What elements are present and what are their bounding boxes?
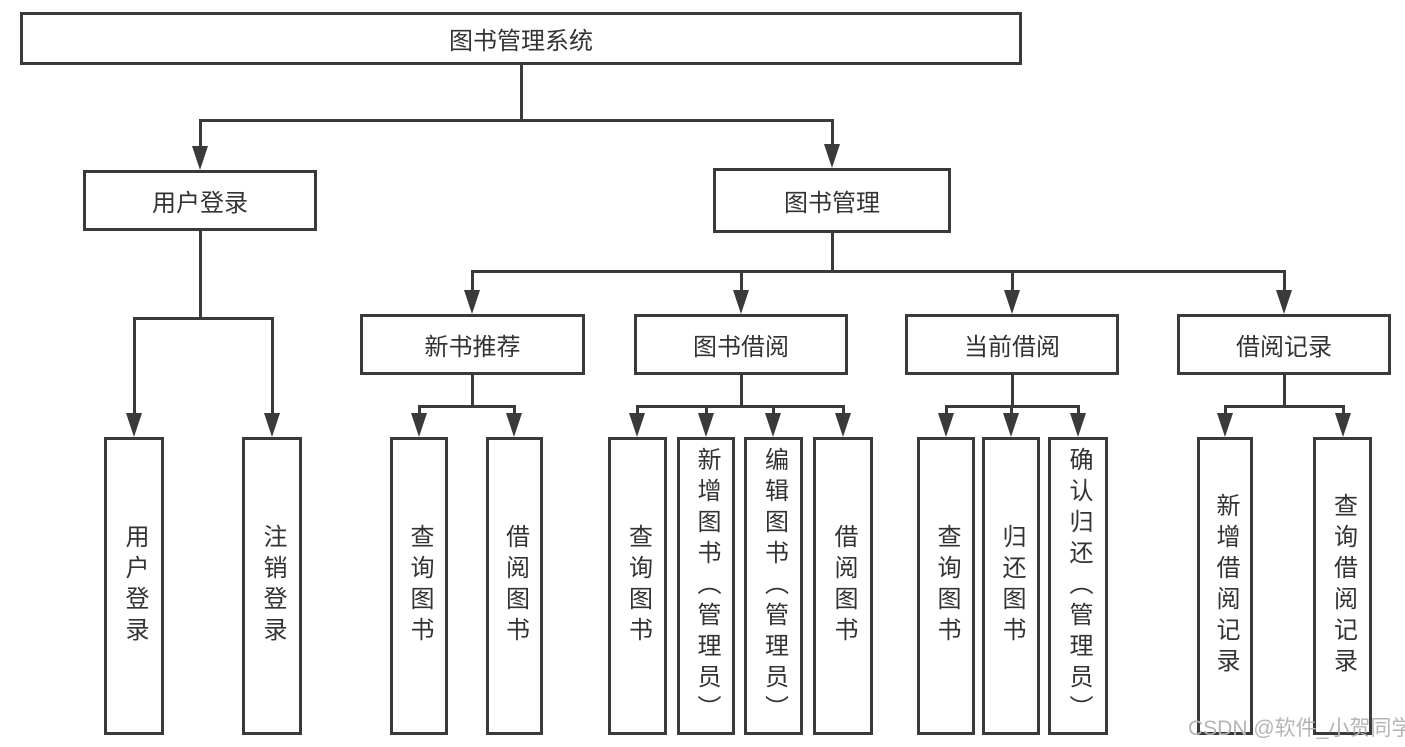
connector-line xyxy=(1283,375,1286,408)
arrowhead-icon xyxy=(1335,413,1351,437)
arrowhead-icon xyxy=(1070,413,1086,437)
node-book-management: 图书管理 xyxy=(713,168,951,233)
connector-line xyxy=(418,405,516,408)
connector-line xyxy=(133,317,274,320)
connector-line xyxy=(740,375,743,408)
connector-line xyxy=(471,270,474,292)
arrowhead-icon xyxy=(192,146,208,170)
node-leaf-query-books-1: 查询图书 xyxy=(390,437,448,735)
connector-line xyxy=(705,405,708,415)
connector-line xyxy=(133,317,136,415)
arrowhead-icon xyxy=(824,144,840,168)
connector-line xyxy=(1342,405,1345,415)
connector-line xyxy=(418,405,421,415)
arrowhead-icon xyxy=(1004,290,1020,314)
connector-line xyxy=(831,119,834,145)
arrowhead-icon xyxy=(938,413,954,437)
node-leaf-query-books-3: 查询图书 xyxy=(917,437,975,735)
node-leaf-user-login: 用户登录 xyxy=(104,437,164,735)
connector-line xyxy=(471,375,474,408)
node-leaf-add-borrow-record: 新增借阅记录 xyxy=(1197,437,1253,735)
node-leaf-query-borrow-record: 查询借阅记录 xyxy=(1313,437,1372,735)
node-leaf-logout: 注销登录 xyxy=(242,437,302,735)
node-leaf-confirm-return-admin: 确认归还（管理员） xyxy=(1048,437,1108,735)
node-leaf-add-books-admin: 新增图书（管理员） xyxy=(677,437,735,735)
arrowhead-icon xyxy=(126,413,142,437)
connector-line xyxy=(1010,405,1013,415)
connector-line xyxy=(636,405,845,408)
connector-line xyxy=(636,405,639,415)
connector-line xyxy=(471,270,1285,273)
arrowhead-icon xyxy=(733,290,749,314)
connector-line xyxy=(1224,405,1227,415)
node-borrow-records: 借阅记录 xyxy=(1177,314,1391,375)
arrowhead-icon xyxy=(506,413,522,437)
node-current-borrowing: 当前借阅 xyxy=(905,314,1119,375)
connector-line xyxy=(513,405,516,415)
connector-line xyxy=(945,405,948,415)
node-leaf-borrow-books-1: 借阅图书 xyxy=(486,437,543,735)
arrowhead-icon xyxy=(1003,413,1019,437)
connector-line xyxy=(199,119,833,122)
node-book-borrowing: 图书借阅 xyxy=(634,314,848,375)
connector-line xyxy=(520,65,523,121)
connector-line xyxy=(772,405,775,415)
arrowhead-icon xyxy=(264,413,280,437)
connector-line xyxy=(842,405,845,415)
arrowhead-icon xyxy=(698,413,714,437)
connector-line xyxy=(1077,405,1080,415)
arrowhead-icon xyxy=(1217,413,1233,437)
connector-line xyxy=(1224,405,1345,408)
connector-line xyxy=(1283,270,1286,292)
arrowhead-icon xyxy=(1276,290,1292,314)
csdn-watermark: CSDN @软件_小贺同学 xyxy=(1188,717,1405,740)
arrowhead-icon xyxy=(629,413,645,437)
arrowhead-icon xyxy=(464,290,480,314)
connector-line xyxy=(199,231,202,320)
connector-line xyxy=(1011,375,1014,408)
node-new-book-recommend: 新书推荐 xyxy=(360,314,585,375)
node-leaf-borrow-books-2: 借阅图书 xyxy=(813,437,873,735)
arrowhead-icon xyxy=(765,413,781,437)
connector-line xyxy=(271,317,274,415)
connector-line xyxy=(831,233,834,272)
arrowhead-icon xyxy=(411,413,427,437)
connector-line xyxy=(199,119,202,147)
node-root: 图书管理系统 xyxy=(20,12,1022,65)
node-leaf-query-books-2: 查询图书 xyxy=(608,437,667,735)
connector-line xyxy=(740,270,743,292)
node-user-login: 用户登录 xyxy=(83,170,317,231)
arrowhead-icon xyxy=(835,413,851,437)
node-leaf-return-books: 归还图书 xyxy=(982,437,1040,735)
connector-line xyxy=(1011,270,1014,292)
node-leaf-edit-books-admin: 编辑图书（管理员） xyxy=(744,437,803,735)
